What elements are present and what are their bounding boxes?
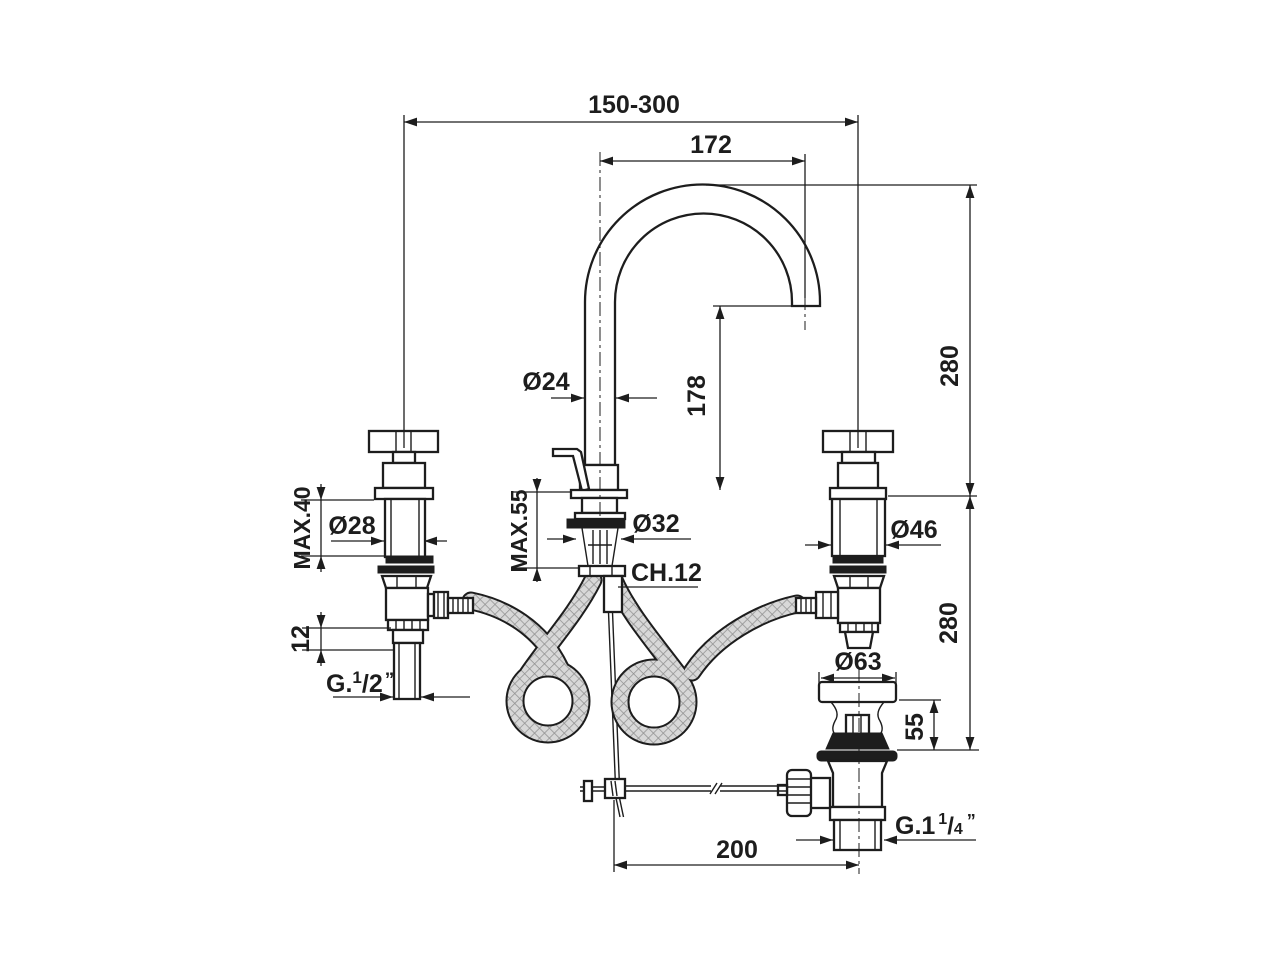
drain-thread-prefix: G.1 [895,812,935,840]
spout [583,183,822,467]
dim-nipple-length: 12 [287,625,315,653]
inlet-thread-numerator: 1 [352,668,361,687]
left-handle-neck [391,450,417,465]
rod-connector-block [603,777,627,800]
dim-outlet-height: 178 [683,375,711,417]
pop-up-rod-guide [602,574,624,614]
left-nipple [391,628,425,645]
right-washer [829,565,887,574]
base-flange [569,488,629,500]
left-washer [377,565,435,574]
dim-body-shank-diameter: Ø32 [632,510,679,538]
drain-seal [816,750,898,762]
left-hose-nut [432,590,450,620]
pop-up-linkage [580,777,788,818]
right-shank [830,497,887,558]
drain-assembly [776,680,898,852]
drain-cage [844,713,871,736]
right-hose-nut [814,590,840,620]
dim-center-distance: 150-300 [588,91,680,119]
left-valve [367,429,475,701]
right-nipple [843,630,875,650]
drain-thread-numerator: 1 [938,811,947,828]
drain-rim [828,805,887,822]
dim-handle-shank-diameter: Ø28 [328,512,375,540]
dim-drain-body-height: 55 [901,713,929,741]
dim-handle-max-deck: MAX.40 [289,486,315,569]
dim-drain-flange-diameter: Ø63 [834,648,881,676]
left-flange [373,486,435,501]
left-hose [463,593,568,676]
right-handle-neck [840,450,877,465]
drain-thread-denominator: 4 [954,821,963,838]
left-handle-body [381,461,427,490]
drain-thread-quote: ” [967,811,976,831]
right-locknut [832,574,886,590]
base-escutcheon [566,518,626,529]
left-tailpiece [392,641,422,701]
dim-inlet-thread: G.1/2” [326,668,394,698]
right-oring [832,555,884,564]
rod-clevis [582,779,594,803]
rod-knurled-nut [785,768,813,818]
right-valve-body [836,586,882,625]
right-flange [828,486,888,501]
dim-body-max-deck: MAX.55 [506,489,532,572]
center-lines [599,152,860,874]
dim-wrench-size: CH.12 [631,559,702,587]
spout-arc [583,183,822,467]
left-locknut [380,574,433,590]
inlet-thread-prefix: G. [326,670,352,698]
left-hose-adapter [446,596,475,615]
left-hose-loop [507,660,589,742]
drain-cone-washer [825,732,890,750]
left-oring [385,555,434,564]
mounting-nut [577,564,627,578]
dim-spout-reach: 172 [690,131,732,159]
dim-rod-to-drain: 200 [716,836,758,864]
inlet-thread-slash: / [362,670,369,698]
dim-handle-body-diameter: Ø46 [890,516,937,544]
drain-flange [817,680,898,704]
dim-lower-height: 280 [935,602,963,644]
right-hose-loop [612,660,696,744]
inlet-thread-denominator: 2 [369,670,383,698]
left-valve-body [384,586,430,622]
left-ribbed-ring [386,618,430,632]
right-handle-body [836,461,880,490]
right-valve [794,429,895,650]
dimensions: 150-300 172 280 178 Ø24 MAX.40 Ø28 [287,91,979,872]
dim-upper-height: 280 [936,345,964,387]
drain-thread-slash: / [947,813,954,840]
right-hose [684,596,805,680]
dim-spout-diameter: Ø24 [522,368,569,396]
inlet-thread-quote: ” [385,670,395,691]
drain-body [826,759,889,809]
drain-tailpipe [832,818,883,852]
